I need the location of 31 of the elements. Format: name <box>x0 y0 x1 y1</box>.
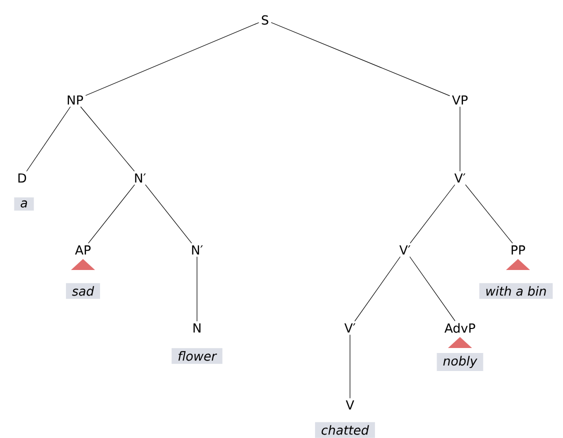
category-label: PP <box>512 245 526 255</box>
branch-line <box>354 256 401 322</box>
branch-line <box>80 106 135 172</box>
branch-line <box>409 256 456 322</box>
category-label: VP <box>452 95 468 105</box>
category-label: V′ <box>399 245 410 255</box>
branch-line <box>465 184 513 244</box>
category-label: N′ <box>192 245 203 255</box>
branch-line <box>26 106 71 172</box>
category-label: NP <box>68 95 84 105</box>
branch-line <box>270 22 450 96</box>
word-box: with a bin <box>479 283 553 299</box>
category-label: V <box>346 400 354 410</box>
word-box: nobly <box>436 352 484 372</box>
branch-line <box>145 184 192 244</box>
branch-line <box>85 22 260 96</box>
word-box: flower <box>172 348 222 364</box>
category-label: V′ <box>344 323 356 333</box>
branch-line <box>88 184 135 244</box>
category-label: V′ <box>454 173 466 183</box>
category-label: AdvP <box>444 323 476 333</box>
branch-line <box>196 256 198 322</box>
category-label: N′ <box>135 173 146 183</box>
category-label: D <box>18 173 26 183</box>
category-label: S <box>262 15 268 25</box>
word-box: sad <box>66 283 100 299</box>
branch-line <box>410 184 456 244</box>
word-box: chatted <box>315 422 375 438</box>
category-label: N <box>194 323 200 333</box>
category-label: AP <box>75 245 91 255</box>
word-box: a <box>14 197 34 211</box>
